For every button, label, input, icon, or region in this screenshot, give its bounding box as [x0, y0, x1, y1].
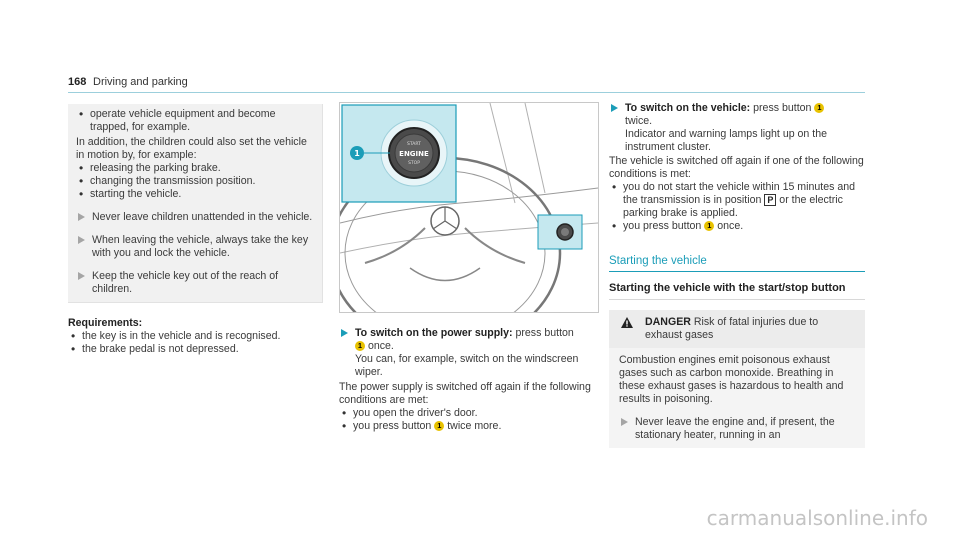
- instruction-step: Keep the vehicle key out of the reach of…: [76, 270, 316, 296]
- button-engine-label: ENGINE: [399, 150, 429, 158]
- button-number-badge: 1: [355, 341, 365, 351]
- list-item: starting the vehicle.: [76, 188, 316, 201]
- instruction-step: Never leave the engine and, if present, …: [619, 416, 857, 442]
- danger-box: DANGER Risk of fatal injuries due to exh…: [609, 310, 865, 448]
- requirements-label: Requirements:: [68, 317, 143, 329]
- paragraph: The vehicle is switched off again if one…: [609, 155, 864, 180]
- paragraph: The power supply is switched off again i…: [339, 381, 591, 406]
- instruction-step: When leaving the vehicle, always take th…: [76, 234, 316, 260]
- warning-continuation-box: operate vehicle equipment and become tra…: [68, 104, 323, 303]
- list-item: you do not start the vehicle within 15 m…: [609, 181, 865, 220]
- list-item: changing the transmission position.: [76, 175, 316, 188]
- list-item: the key is in the vehicle and is recogni…: [68, 330, 323, 343]
- section-name: Driving and parking: [93, 76, 188, 88]
- list-item: you press button 1 once.: [609, 220, 865, 233]
- subsection-heading: Starting the vehicle with the start/stop…: [609, 282, 865, 300]
- column-middle: START ENGINE STOP 1 To switch on the pow…: [339, 102, 599, 433]
- callout-number: 1: [354, 149, 360, 158]
- button-number-badge: 1: [814, 103, 825, 113]
- button-stop-label: STOP: [408, 160, 420, 166]
- paragraph: In addition, the children could also set…: [76, 136, 307, 161]
- step-arrow-icon: [78, 236, 85, 244]
- list-item: the brake pedal is not depressed.: [68, 343, 323, 356]
- steering-wheel-drawing: START ENGINE STOP 1: [340, 103, 598, 312]
- list-item: releasing the parking brake.: [76, 162, 316, 175]
- gear-p-symbol: P: [764, 194, 777, 206]
- instruction-step: To switch on the power supply: press but…: [339, 327, 597, 379]
- danger-header: DANGER Risk of fatal injuries due to exh…: [609, 310, 865, 348]
- step-arrow-icon: [611, 104, 618, 112]
- page-header: 168 Driving and parking: [68, 74, 865, 93]
- watermark: carmanualsonline.info: [706, 506, 928, 530]
- danger-text: Combustion engines emit poisonous exhaus…: [619, 354, 844, 405]
- danger-body: Combustion engines emit poisonous exhaus…: [609, 348, 865, 448]
- section-title: Starting the vehicle: [609, 255, 865, 272]
- button-start-label: START: [407, 141, 421, 147]
- requirements: Requirements: the key is in the vehicle …: [68, 317, 323, 356]
- warning-triangle-icon: [621, 317, 633, 328]
- column-left: operate vehicle equipment and become tra…: [68, 104, 323, 356]
- step-arrow-icon: [78, 272, 85, 280]
- list-item: you open the driver's door.: [339, 407, 597, 420]
- instruction-step: Never leave children unattended in the v…: [76, 211, 316, 224]
- list-item: you press button 1 twice more.: [339, 420, 597, 433]
- column-right: To switch on the vehicle: press button 1…: [609, 102, 865, 448]
- instruction-step: To switch on the vehicle: press button 1…: [609, 102, 865, 154]
- steering-wheel-illustration: START ENGINE STOP 1: [339, 102, 599, 313]
- step-arrow-icon: [341, 329, 348, 337]
- page-number: 168: [68, 76, 87, 88]
- button-number-badge: 1: [434, 421, 445, 431]
- button-number-badge: 1: [704, 221, 715, 231]
- step-arrow-icon: [78, 213, 85, 221]
- danger-label: DANGER: [645, 316, 691, 328]
- list-item: operate vehicle equipment and become tra…: [76, 108, 316, 134]
- danger-summary: Risk of fatal injuries due to exhaust ga…: [645, 316, 819, 341]
- step-arrow-icon: [621, 418, 628, 426]
